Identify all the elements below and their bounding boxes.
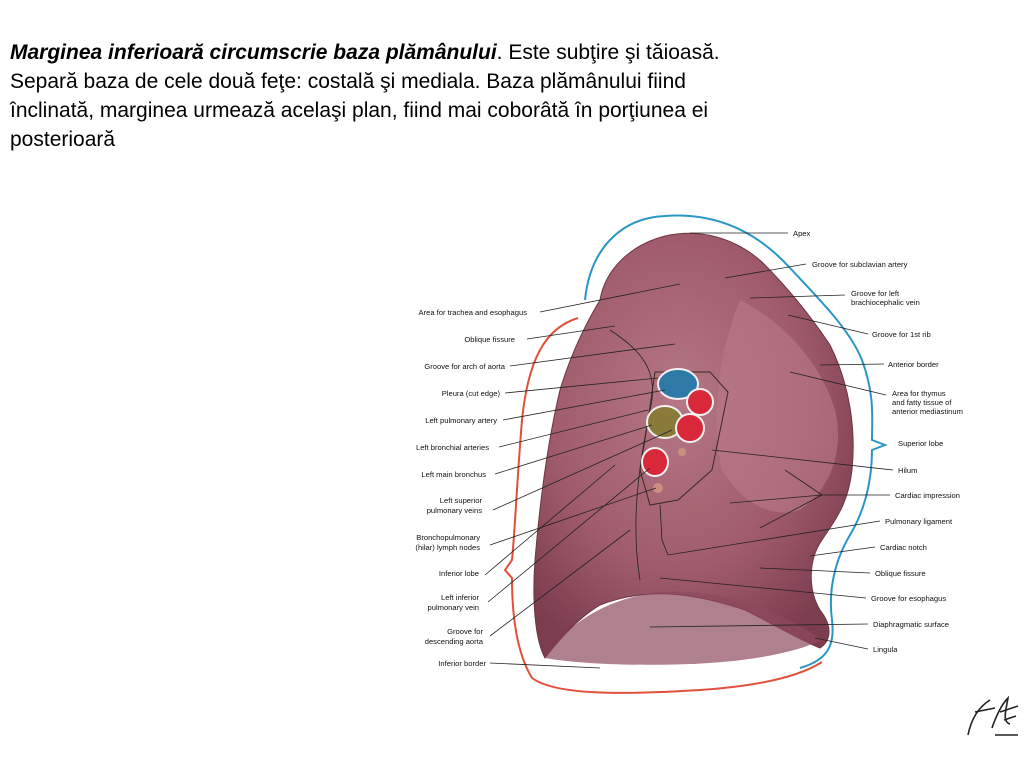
label-brachiocephalic-2: brachiocephalic vein <box>851 298 920 307</box>
label-main-bronchus: Left main bronchus <box>421 470 486 479</box>
leader-cardiac-notch <box>809 546 876 557</box>
label-lingula: Lingula <box>873 645 898 654</box>
leader-inferior-vein <box>487 467 651 603</box>
label-inferior-border: Inferior border <box>438 659 486 668</box>
label-inferior-vein-2: pulmonary vein <box>428 603 480 612</box>
pulmonary-ligament-line <box>659 504 669 556</box>
label-pulmonary-artery: Left pulmonary artery <box>425 416 497 425</box>
leader-trachea <box>539 283 681 313</box>
leader-first-rib <box>787 314 869 335</box>
label-superior-lobe: Superior lobe <box>898 439 943 448</box>
leader-oblique-fissure-right <box>759 567 871 574</box>
paragraph-lead: Marginea inferioară circumscrie baza plă… <box>10 41 497 64</box>
leader-superior-veins <box>492 429 673 511</box>
superior-vein-vessel-2 <box>675 413 705 443</box>
description-paragraph: Marginea inferioară circumscrie baza plă… <box>10 38 770 154</box>
label-brachiocephalic-1: Groove for left <box>851 289 900 298</box>
label-thymus-3: anterior mediastinum <box>892 407 963 416</box>
label-thymus-1: Area for thymus <box>892 389 946 398</box>
pulmonary-artery-vessel <box>657 368 699 400</box>
leader-descending-aorta <box>489 529 631 637</box>
netter-signature-logo <box>967 695 1019 736</box>
leader-anterior-border <box>819 363 885 366</box>
leader-inferior-lobe <box>484 464 616 576</box>
label-apex: Apex <box>793 229 811 238</box>
label-oblique-fissure-left: Oblique fissure <box>464 335 515 344</box>
lymph-node-2 <box>678 448 686 456</box>
superior-lobe-bracket <box>584 214 888 669</box>
label-esophagus: Groove for esophagus <box>871 594 946 603</box>
leader-cardiac-impression-3 <box>759 494 823 529</box>
leader-thymus <box>789 371 887 396</box>
paragraph-body: . Este subţire şi tăioasă. Separă baza d… <box>10 41 720 151</box>
leader-pulmonary-ligament <box>667 520 881 556</box>
leader-lymph-nodes <box>489 487 657 546</box>
label-cardiac-notch: Cardiac notch <box>880 543 927 552</box>
superior-vein-vessel <box>686 388 714 416</box>
label-trachea: Area for trachea and esophagus <box>419 308 528 317</box>
label-inferior-vein-1: Left inferior <box>441 593 479 602</box>
label-thymus-2: and fatty tissue of <box>892 398 952 407</box>
leader-pulmonary-artery <box>502 389 666 421</box>
label-diaphragmatic: Diaphragmatic surface <box>873 620 949 629</box>
leader-brachiocephalic <box>749 294 846 299</box>
label-oblique-fissure-right: Oblique fissure <box>875 569 926 578</box>
label-first-rib: Groove for 1st rib <box>872 330 931 339</box>
inferior-lobe-bracket <box>503 317 823 694</box>
superior-lobe <box>716 300 839 513</box>
leader-oblique-fissure <box>526 325 616 340</box>
leader-subclavian <box>724 263 807 279</box>
leader-bronchial-arteries <box>498 409 649 448</box>
leader-lingula <box>814 637 869 650</box>
label-hilum: Hilum <box>898 466 917 475</box>
label-inferior-lobe: Inferior lobe <box>439 569 479 578</box>
leader-hilum <box>711 449 894 471</box>
label-lymph-nodes-2: (hilar) lymph nodes <box>415 543 480 552</box>
label-descending-aorta-2: descending aorta <box>425 637 484 646</box>
label-pulmonary-ligament: Pulmonary ligament <box>885 517 953 526</box>
lymph-node <box>653 483 663 493</box>
label-arch-aorta: Groove for arch of aorta <box>424 362 505 371</box>
hilum-outline <box>639 371 729 506</box>
label-superior-veins-1: Left superior <box>440 496 483 505</box>
label-descending-aorta-1: Groove for <box>447 627 483 636</box>
label-superior-veins-2: pulmonary veins <box>427 506 482 515</box>
label-subclavian: Groove for subclavian artery <box>812 260 908 269</box>
leader-esophagus <box>659 577 867 599</box>
leader-arch-aorta <box>509 343 676 367</box>
label-bronchial-arteries: Left bronchial arteries <box>416 443 489 452</box>
leader-main-bronchus <box>494 424 653 475</box>
label-pleura: Pleura (cut edge) <box>442 389 501 398</box>
label-lymph-nodes-1: Bronchopulmonary <box>416 533 480 542</box>
leader-cardiac-impression-2 <box>729 494 823 504</box>
label-anterior-border: Anterior border <box>888 360 939 369</box>
leader-diaphragmatic <box>649 623 869 628</box>
label-cardiac-impression: Cardiac impression <box>895 491 960 500</box>
leader-inferior-border <box>489 662 601 669</box>
leader-pleura <box>504 377 659 394</box>
diaphragmatic-surface <box>545 591 822 665</box>
leader-cardiac-impression-1 <box>784 469 823 496</box>
